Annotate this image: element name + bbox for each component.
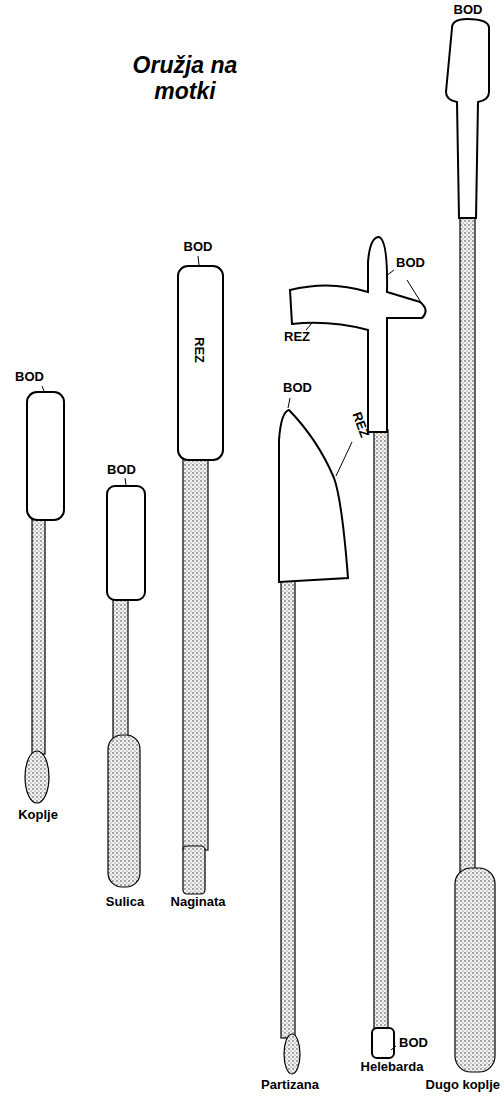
- part-label: BOD: [396, 256, 425, 271]
- part-label: BOD: [107, 463, 136, 478]
- weapon-name: Partizana: [261, 1078, 319, 1093]
- shaft: [113, 598, 128, 740]
- leader-lines: [42, 19, 467, 1050]
- part-label: BOD: [283, 381, 312, 396]
- spear-head: [107, 486, 145, 600]
- weapon-name: Naginata: [171, 895, 226, 910]
- grip: [183, 846, 205, 894]
- grip: [455, 868, 495, 1072]
- grip: [25, 751, 49, 803]
- grip: [108, 735, 140, 887]
- part-label: BOD: [15, 370, 44, 385]
- weapon-name: Dugo koplje: [426, 1078, 500, 1093]
- halberd-head: [290, 237, 426, 432]
- shaft: [183, 458, 208, 850]
- weapon-name: Sulica: [106, 895, 144, 910]
- shaft: [460, 218, 475, 872]
- butt-spike: [372, 1028, 394, 1058]
- weapon-name: Helebarda: [361, 1060, 424, 1075]
- grip: [284, 1034, 300, 1074]
- spear-head: [27, 392, 64, 520]
- spear-head: [446, 19, 489, 218]
- title: Oružja na motki: [115, 52, 255, 105]
- blade: [178, 266, 223, 460]
- part-label: REZ: [192, 337, 207, 363]
- part-label: REZ: [284, 330, 310, 345]
- blade: [279, 410, 348, 582]
- shaft: [32, 518, 45, 754]
- part-label: BOD: [399, 1036, 428, 1051]
- weapon-name: Koplje: [18, 808, 58, 823]
- part-label: BOD: [454, 3, 483, 18]
- part-label: BOD: [184, 240, 213, 255]
- shaft: [281, 578, 295, 1038]
- shaft: [374, 430, 388, 1030]
